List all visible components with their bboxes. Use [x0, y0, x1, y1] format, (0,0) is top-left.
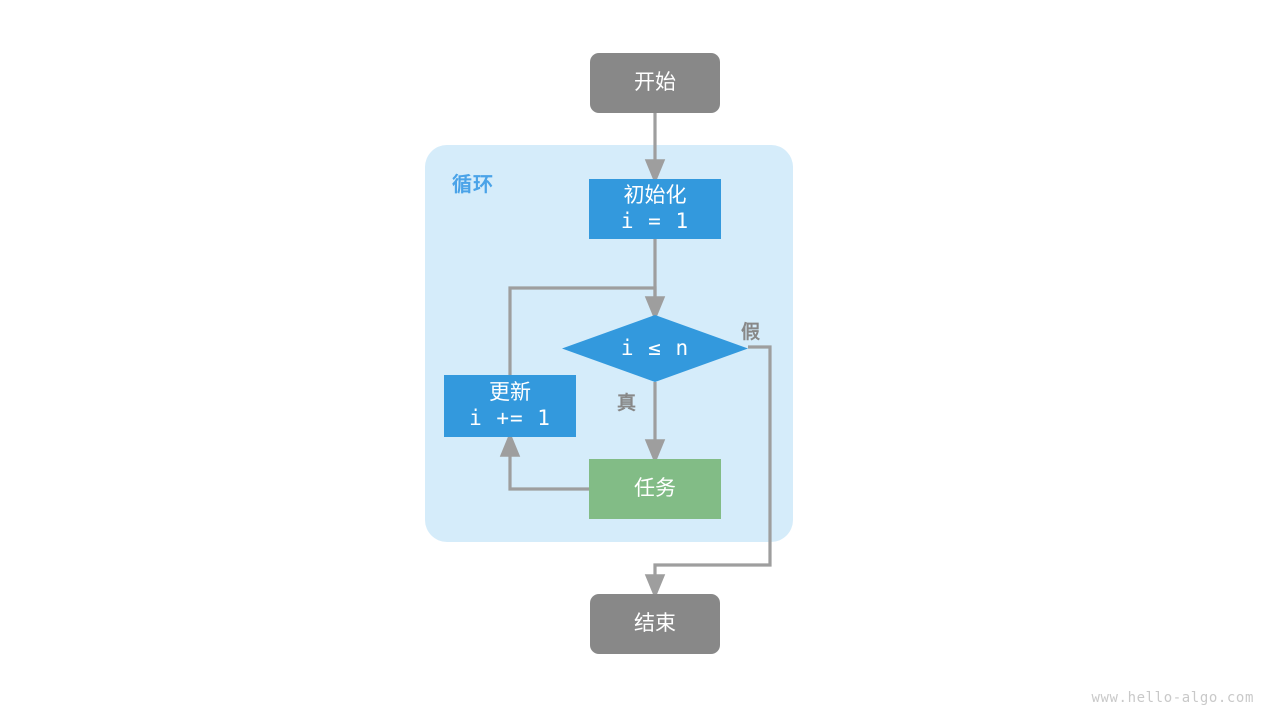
edge-label-false: 假: [741, 321, 761, 343]
edge-task-to-update: [499, 431, 589, 491]
watermark: www.hello-algo.com: [1091, 690, 1254, 706]
edge-decision-false-to-end: [644, 345, 772, 600]
edge-label-true: 真: [617, 392, 637, 414]
loop-container-label: 循环: [452, 172, 494, 196]
edge-update-to-decision: [508, 286, 657, 375]
decision-node-shape: [562, 315, 748, 382]
